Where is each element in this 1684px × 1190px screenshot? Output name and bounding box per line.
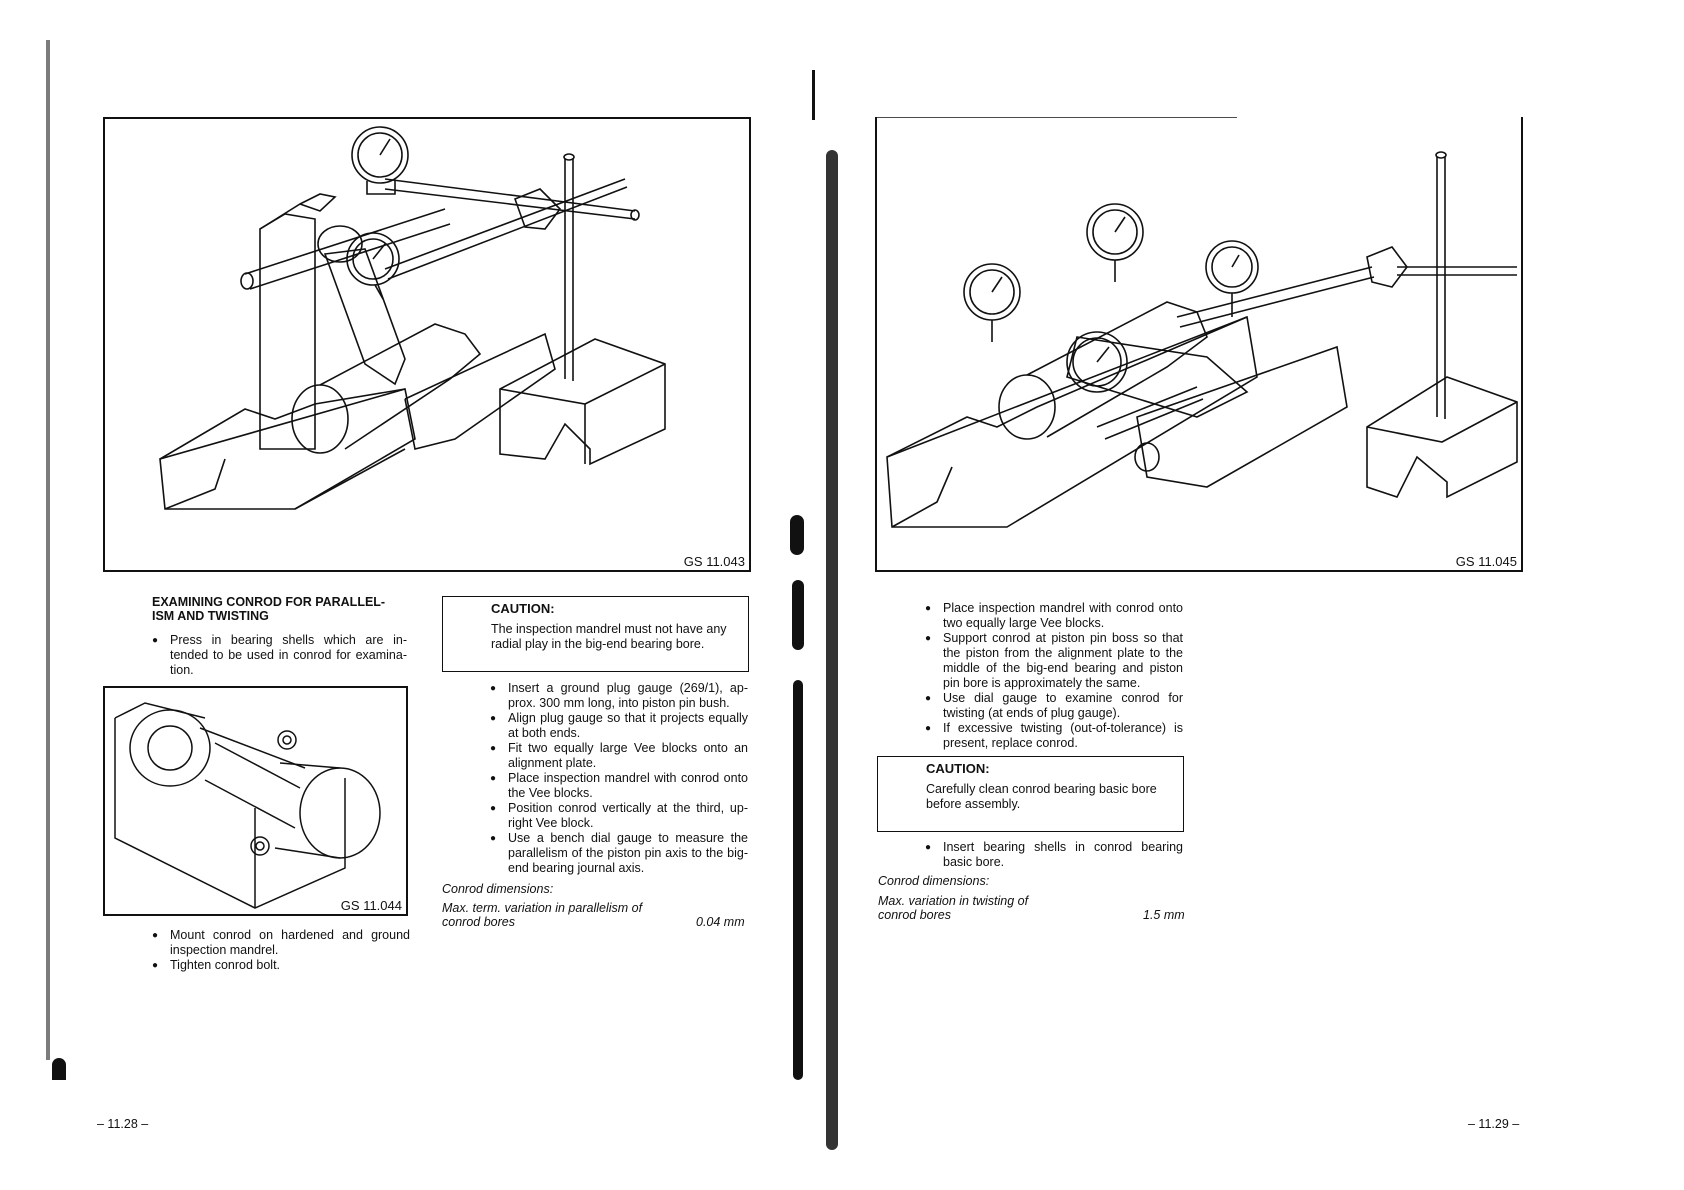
list-item: Mount conrod on hardened and ground insp… xyxy=(152,928,410,958)
section-heading: EXAMINING CONROD FOR PARALLEL- ISM AND T… xyxy=(152,595,386,623)
list-item: Insert a ground plug gauge (269/1), ap-p… xyxy=(490,681,748,711)
dimension-value: 1.5 mm xyxy=(1143,908,1185,922)
list-item: Press in bearing shells which are in-ten… xyxy=(152,633,407,678)
figure-label: GS 11.043 xyxy=(683,554,745,569)
conrod-parallelism-illustration xyxy=(159,126,666,510)
figure-gs-11-045: GS 11.045 xyxy=(875,117,1523,572)
dimension-label: Max. variation in twisting of conrod bor… xyxy=(878,894,1029,922)
list-item: Place inspection mandrel with conrod ont… xyxy=(925,601,1183,631)
bullet-list-top: Press in bearing shells which are in-ten… xyxy=(152,633,407,678)
procedure-list-right: Place inspection mandrel with conrod ont… xyxy=(925,601,1183,751)
caution-text: The inspection mandrel must not have any… xyxy=(491,622,727,651)
list-item: Support conrod at piston pin boss so tha… xyxy=(925,631,1183,691)
list-item: Position conrod vertically at the third,… xyxy=(490,801,748,831)
caution-title: CAUTION: xyxy=(491,601,555,616)
procedure-list-right-after: Insert bearing shells in conrod bearing … xyxy=(925,840,1183,870)
list-item: If excessive twisting (out-of-tolerance)… xyxy=(925,721,1183,751)
center-blot-2 xyxy=(792,580,804,650)
list-item: Insert bearing shells in conrod bearing … xyxy=(925,840,1183,870)
conrod-on-mandrel-illustration xyxy=(114,702,381,909)
list-item: Tighten conrod bolt. xyxy=(152,958,410,973)
page-number-right: – 11.29 – xyxy=(1468,1117,1520,1131)
figure-label: GS 11.044 xyxy=(340,898,402,913)
center-blot-3 xyxy=(793,680,803,1080)
caution-title: CAUTION: xyxy=(926,761,990,776)
procedure-list-left: Insert a ground plug gauge (269/1), ap-p… xyxy=(490,681,748,876)
center-binding-edge xyxy=(812,70,815,120)
figure-gs-11-043: GS 11.043 xyxy=(103,117,751,572)
list-item: Align plug gauge so that it projects equ… xyxy=(490,711,748,741)
center-gutter-shadow xyxy=(826,150,838,1150)
list-item: Fit two equally large Vee blocks onto an… xyxy=(490,741,748,771)
corner-artifact xyxy=(52,1058,66,1080)
dimension-value: 0.04 mm xyxy=(696,915,745,929)
list-item: Use dial gauge to examine conrod for twi… xyxy=(925,691,1183,721)
figure-gs-11-044: GS 11.044 xyxy=(103,686,408,916)
dimensions-title: Conrod dimensions: xyxy=(442,882,554,896)
caution-box-left: CAUTION: The inspection mandrel must not… xyxy=(442,596,749,672)
caution-box-right: CAUTION: Carefully clean conrod bearing … xyxy=(877,756,1184,832)
dimension-label: Max. term. variation in parallelism of c… xyxy=(442,901,643,929)
bullet-list-bottom: Mount conrod on hardened and ground insp… xyxy=(152,928,410,973)
page-number-left: – 11.28 – xyxy=(97,1117,149,1131)
caution-text: Carefully clean conrod bearing basic bor… xyxy=(926,782,1157,811)
list-item: Place inspection mandrel with conrod ont… xyxy=(490,771,748,801)
left-binding-edge xyxy=(46,40,50,1060)
list-item: Use a bench dial gauge to measure the pa… xyxy=(490,831,748,876)
conrod-twisting-illustration xyxy=(877,117,1518,528)
center-blot xyxy=(790,515,804,555)
figure-label: GS 11.045 xyxy=(1455,554,1517,569)
dimensions-title: Conrod dimensions: xyxy=(878,874,990,888)
